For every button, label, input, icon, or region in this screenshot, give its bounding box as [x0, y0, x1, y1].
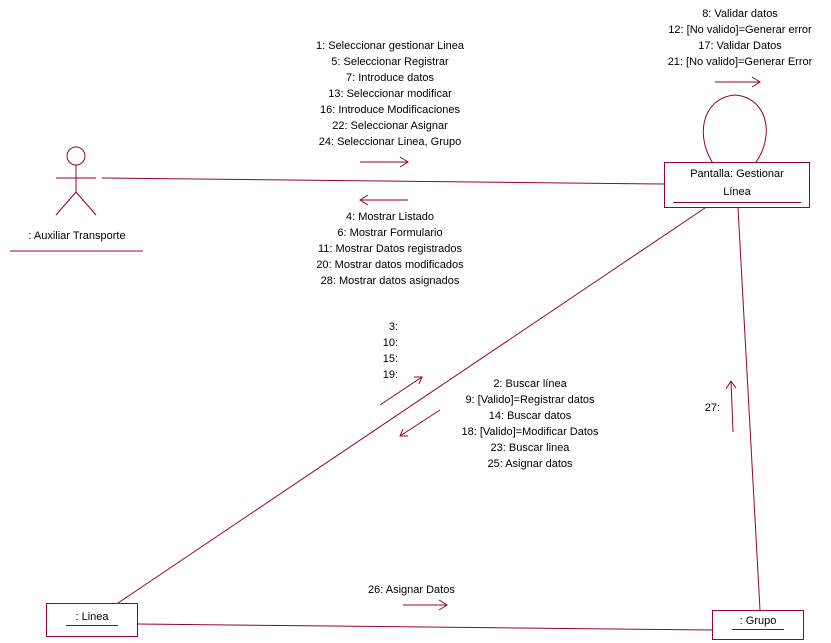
- message-label: 1: Seleccionar gestionar Linea: [316, 40, 464, 52]
- message-label: 19:: [382, 369, 398, 381]
- link-actor-pantalla: [101, 177, 665, 185]
- message-label: 18: [Valido]=Modificar Datos: [461, 426, 599, 438]
- arrow-linea-to-grupo: [403, 599, 448, 611]
- object-linea[interactable]: : Linea: [46, 603, 138, 637]
- message-label: 8: Validar datos: [702, 8, 778, 20]
- message-label: 27:: [704, 402, 720, 414]
- stick-figure-actor-icon: [55, 146, 97, 216]
- message-label: 3:: [388, 321, 398, 333]
- object-linea-underline: [66, 625, 118, 626]
- message-label: 11: Mostrar Datos registrados: [317, 243, 463, 255]
- message-label: 6: Mostrar Formulario: [337, 227, 443, 239]
- message-group-linea-to-grupo: 26: Asignar Datos: [368, 582, 508, 598]
- message-label: 4: Mostrar Listado: [345, 211, 435, 223]
- message-label: 14: Buscar datos: [488, 410, 572, 422]
- message-group-pantalla-to-linea: 2: Buscar línea 9: [Valido]=Registrar da…: [430, 376, 630, 472]
- message-label: 16: Introduce Modificaciones: [319, 104, 461, 116]
- object-pantalla-underline: [673, 202, 801, 203]
- message-label: 20: Mostrar datos modificados: [316, 259, 464, 271]
- arrow-pantalla-to-actor: [359, 194, 408, 206]
- arrow-grupo-to-pantalla: [725, 380, 737, 433]
- message-label: 10:: [382, 337, 398, 349]
- message-group-self-loop: 8: Validar datos 12: [No valido]=Generar…: [640, 6, 831, 70]
- message-label: 15:: [382, 353, 398, 365]
- message-label: 25: Asignar datos: [487, 458, 573, 470]
- link-linea-grupo: [137, 623, 713, 631]
- message-group-grupo-to-pantalla: 27:: [680, 400, 720, 416]
- message-group-pantalla-to-actor: 4: Mostrar Listado 6: Mostrar Formulario…: [270, 209, 510, 289]
- arrow-linea-to-pantalla: [379, 376, 423, 406]
- object-grupo-underline: [732, 629, 784, 630]
- arrow-self-loop: [715, 76, 761, 88]
- message-group-linea-to-pantalla: 3: 10: 15: 19:: [340, 319, 398, 383]
- message-label: 7: Introduce datos: [345, 72, 435, 84]
- message-label: 9: [Valido]=Registrar datos: [465, 394, 595, 406]
- message-label: 23: Buscar linea: [490, 442, 570, 454]
- object-grupo[interactable]: : Grupo: [712, 610, 804, 640]
- message-label: 13: Seleccionar modificar: [328, 88, 452, 100]
- message-label: 24: Seleccionar Linea, Grupo: [318, 136, 462, 148]
- message-group-actor-to-pantalla: 1: Seleccionar gestionar Linea 5: Selecc…: [270, 38, 510, 150]
- link-self-loop: [702, 94, 767, 167]
- actor-name: : Auxiliar Transporte: [28, 230, 126, 242]
- message-label: 28: Mostrar datos asignados: [320, 275, 460, 287]
- message-label: 2: Buscar línea: [493, 378, 567, 390]
- object-pantalla-gestionar-linea[interactable]: Pantalla: Gestionar Línea: [664, 162, 810, 208]
- message-label: 12: [No valido]=Generar error: [668, 24, 812, 36]
- message-label: 17: Validar Datos: [698, 40, 782, 52]
- object-pantalla-name-line2: Línea: [723, 186, 751, 198]
- object-pantalla-name-line1: Pantalla: Gestionar: [690, 168, 784, 180]
- link-pantalla-linea: [117, 207, 706, 604]
- arrow-pantalla-to-linea: [399, 409, 441, 437]
- object-grupo-name: : Grupo: [739, 615, 777, 627]
- link-pantalla-grupo: [737, 207, 761, 611]
- object-linea-name: : Linea: [75, 611, 109, 623]
- message-label: 5: Seleccionar Registrar: [331, 56, 449, 68]
- arrow-actor-to-pantalla: [360, 156, 409, 168]
- message-label: 22: Seleccionar Asignar: [332, 120, 448, 132]
- message-label: 26: Asignar Datos: [368, 584, 455, 596]
- message-label: 21: [No valido]=Generar Error: [667, 56, 813, 68]
